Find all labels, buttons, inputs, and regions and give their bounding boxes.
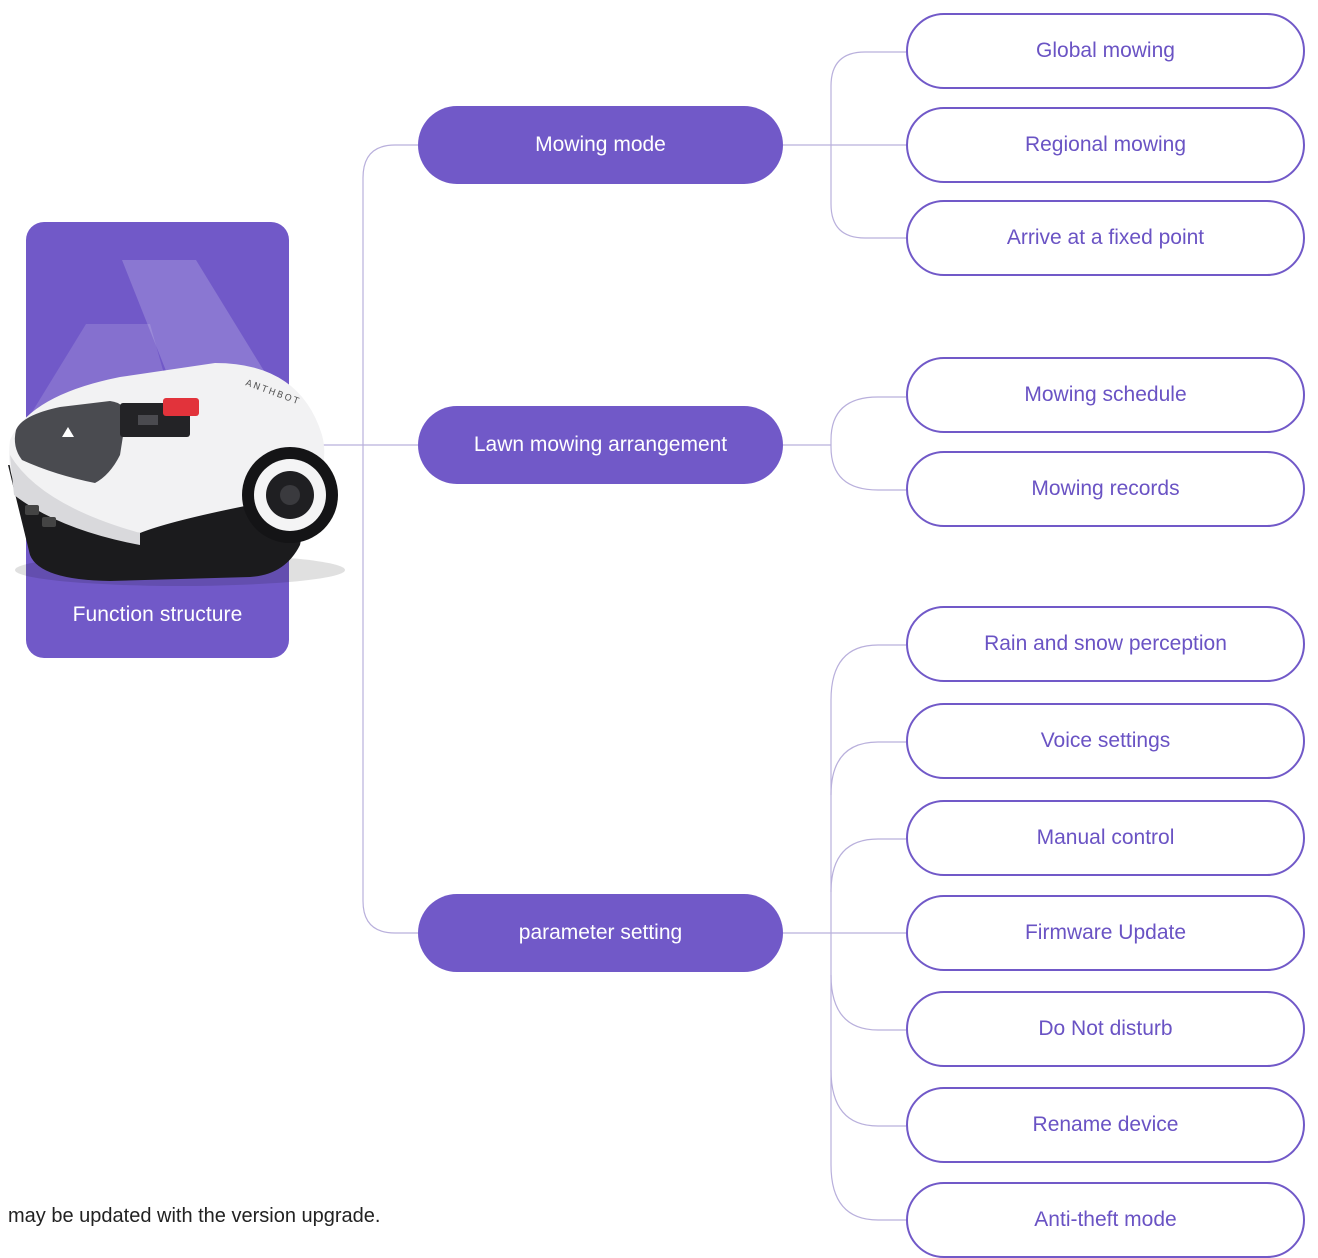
leaf-mowing-records: Mowing records [906, 451, 1305, 527]
leaf-do-not-disturb: Do Not disturb [906, 991, 1305, 1067]
footnote: may be updated with the version upgrade. [8, 1205, 381, 1227]
leaf-rename-device: Rename device [906, 1087, 1305, 1163]
leaf-anti-theft-mode: Anti-theft mode [906, 1182, 1305, 1258]
robot-mower-image: ANTHBOT [8, 363, 345, 586]
leaf-global-mowing: Global mowing [906, 13, 1305, 89]
root-label: Function structure [72, 603, 243, 626]
category-lawn-mowing-arrangement: Lawn mowing arrangement [418, 406, 783, 484]
category-parameter-setting: parameter setting [418, 894, 783, 972]
leaf-manual-control: Manual control [906, 800, 1305, 876]
leaf-rain-snow-perception: Rain and snow perception [906, 606, 1305, 682]
leaf-voice-settings: Voice settings [906, 703, 1305, 779]
leaf-mowing-schedule: Mowing schedule [906, 357, 1305, 433]
leaf-firmware-update: Firmware Update [906, 895, 1305, 971]
category-mowing-mode: Mowing mode [418, 106, 783, 184]
leaf-arrive-fixed-point: Arrive at a fixed point [906, 200, 1305, 276]
leaf-regional-mowing: Regional mowing [906, 107, 1305, 183]
